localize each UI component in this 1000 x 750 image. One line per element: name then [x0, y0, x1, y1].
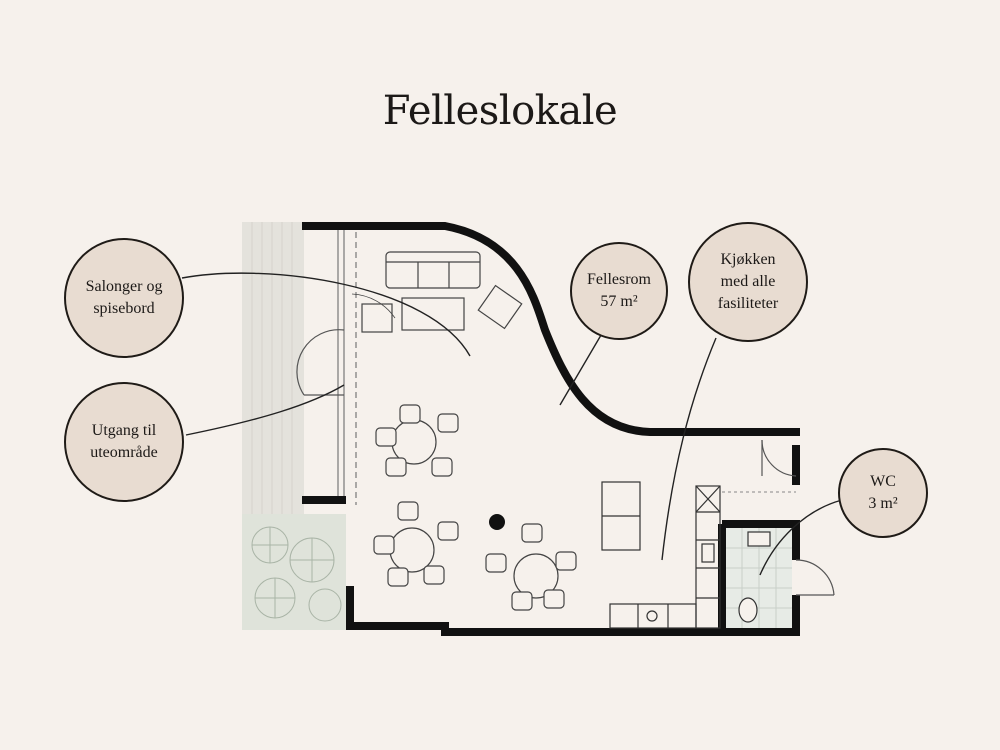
callout-utgang: Utgang til uteområde	[64, 382, 184, 502]
kitchen-units	[601, 481, 721, 629]
callout-kjokken: Kjøkken med alle fasiliteter	[688, 222, 808, 342]
terrace-area	[242, 222, 304, 514]
callout-salonger-text: Salonger og spisebord	[85, 278, 163, 317]
callout-wc-text: WC 3 m²	[868, 473, 898, 512]
glass-facade	[337, 226, 357, 505]
terrace-boards	[251, 222, 293, 514]
dining-tables	[373, 404, 577, 611]
callout-kjokken-text: Kjøkken med alle fasiliteter	[717, 251, 779, 312]
wc-door	[795, 559, 835, 596]
callout-wc: WC 3 m²	[838, 448, 928, 538]
walls	[302, 222, 800, 636]
entry-door	[761, 439, 797, 477]
leader-lines	[181, 272, 843, 576]
wc-fixtures	[738, 531, 771, 623]
lounge-furniture	[351, 251, 523, 333]
page-title: Felleslokale	[382, 88, 618, 134]
callout-salonger: Salonger og spisebord	[64, 238, 184, 358]
callout-utgang-text: Utgang til uteområde	[90, 422, 158, 461]
plant-symbols	[251, 526, 342, 622]
callout-fellesrom-text: Fellesrom 57 m²	[587, 271, 651, 310]
column	[489, 514, 505, 530]
callout-fellesrom: Fellesrom 57 m²	[570, 242, 668, 340]
